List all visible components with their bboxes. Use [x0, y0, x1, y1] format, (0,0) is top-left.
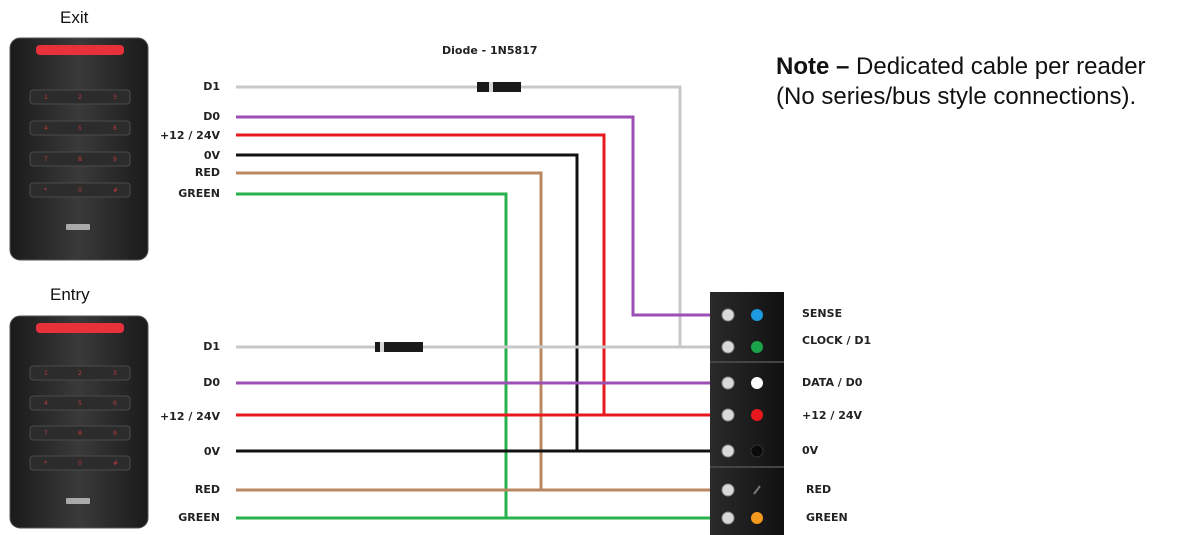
exit-wire-d1	[236, 85, 682, 347]
svg-text:*: *	[44, 460, 47, 467]
svg-text:1: 1	[44, 94, 48, 101]
terminal-label-ground: 0V	[802, 444, 819, 457]
entry-wire-label-power: +12 / 24V	[159, 410, 220, 423]
svg-text:4: 4	[44, 400, 48, 407]
terminal-label-clock: CLOCK / D1	[802, 334, 872, 347]
terminal-led-sense	[751, 309, 763, 321]
note-text: Dedicated cable per reader (No series/bu…	[776, 53, 1146, 110]
entry-wire-label-d0: D0	[203, 376, 220, 389]
terminal-led-data	[751, 377, 763, 389]
svg-text:1: 1	[44, 370, 48, 377]
terminal-label-power: +12 / 24V	[802, 409, 863, 422]
svg-text:9: 9	[113, 156, 117, 163]
svg-text:5: 5	[78, 400, 82, 407]
svg-text:3: 3	[113, 370, 117, 377]
svg-text:6: 6	[113, 125, 117, 132]
terminal-led-clock	[751, 341, 763, 353]
exit-wire-label-red: RED	[194, 166, 220, 179]
terminal-label-red: RED	[806, 483, 832, 496]
entry-reader: 1 2 3 4 5 6 7 8 9 * 0 #	[9, 315, 149, 529]
svg-text:7: 7	[44, 430, 48, 437]
terminal-led-ground	[750, 444, 764, 458]
svg-text:0: 0	[78, 187, 82, 194]
exit-reader-label: Exit	[60, 8, 89, 27]
terminal-label-sense: SENSE	[802, 307, 843, 320]
terminal-block	[710, 292, 784, 535]
svg-text:8: 8	[78, 430, 82, 437]
entry-wire-label-ground: 0V	[203, 445, 220, 458]
svg-text:2: 2	[78, 370, 82, 377]
terminal-led-red	[753, 485, 761, 495]
svg-text:#: #	[113, 460, 118, 467]
exit-wire-label-d0: D0	[203, 110, 220, 123]
exit-wire-d0	[236, 115, 712, 317]
entry-wire-label-red: RED	[194, 483, 220, 496]
entry-wire-label-d1: D1	[203, 340, 220, 353]
entry-diode	[375, 342, 423, 352]
exit-wire-power	[236, 133, 606, 415]
svg-text:2: 2	[78, 94, 82, 101]
exit-wire-label-d1: D1	[203, 80, 220, 93]
svg-text:*: *	[44, 187, 47, 194]
diode-label: Diode - 1N5817	[442, 44, 538, 57]
entry-wire-label-green: GREEN	[178, 511, 220, 524]
svg-text:4: 4	[44, 125, 48, 132]
svg-text:9: 9	[113, 430, 117, 437]
entry-reader-label: Entry	[50, 285, 90, 304]
terminal-label-green: GREEN	[806, 511, 848, 524]
exit-reader: 1 2 3 4 5 6 7 8 9 * 0 #	[9, 37, 149, 261]
svg-text:3: 3	[113, 94, 117, 101]
exit-wire-ground	[236, 153, 579, 451]
svg-text:8: 8	[78, 156, 82, 163]
note-heading: Note –	[776, 53, 850, 80]
svg-text:#: #	[113, 187, 118, 194]
exit-wire-label-green: GREEN	[178, 187, 220, 200]
exit-wire-red	[236, 171, 543, 490]
svg-text:5: 5	[78, 125, 82, 132]
terminal-led-power	[751, 409, 763, 421]
exit-wire-green	[236, 192, 508, 518]
exit-diode	[477, 82, 521, 92]
svg-text:6: 6	[113, 400, 117, 407]
terminal-led-green	[751, 512, 763, 524]
terminal-label-data: DATA / D0	[802, 376, 863, 389]
svg-text:7: 7	[44, 156, 48, 163]
exit-wire-label-power: +12 / 24V	[159, 129, 220, 142]
svg-text:0: 0	[78, 460, 82, 467]
wiring-note: Note – Dedicated cable per reader (No se…	[776, 52, 1176, 112]
exit-wire-label-ground: 0V	[203, 149, 220, 162]
